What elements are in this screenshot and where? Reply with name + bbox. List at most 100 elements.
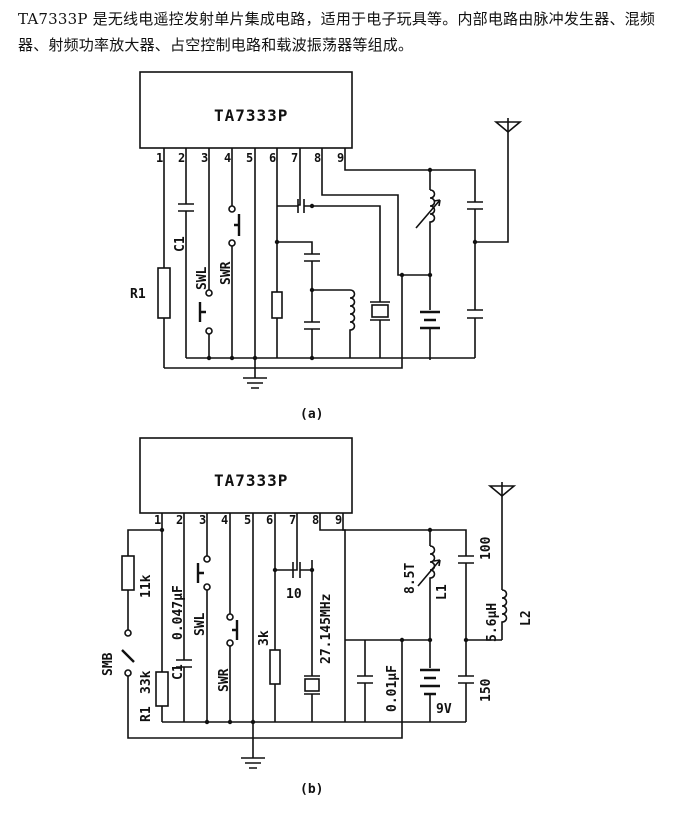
dot-a-8 [427, 167, 433, 173]
switch-b-smb [121, 649, 135, 663]
chip-a-body [139, 71, 353, 149]
antenna-a-feed [475, 122, 509, 243]
label-a-swl: SWL [195, 266, 210, 290]
caps-b-output [430, 529, 474, 722]
switch-a-swl-top [205, 289, 213, 297]
label-b-150: 150 [479, 678, 494, 702]
wire-b-pin9 [342, 513, 431, 546]
dot-a-6 [309, 287, 315, 293]
chip-a-pin-5: 5 [246, 151, 253, 165]
antenna-b-icon [487, 482, 517, 498]
label-b-turns: 8.5T [403, 563, 418, 594]
wire-b-pin1 [127, 513, 430, 739]
label-a-swr: SWR [219, 261, 234, 285]
wire-a-pin8 [321, 148, 430, 276]
label-b-swl: SWL [193, 612, 208, 636]
wire-b-pin8 [319, 513, 346, 722]
coil-a-l1-tuning [415, 199, 441, 229]
label-b-3k: 3k [257, 630, 272, 646]
ground-a-icon [243, 377, 267, 389]
switch-a-swl [198, 302, 206, 322]
switch-b-swl [196, 563, 204, 583]
dot-b-6 [427, 527, 433, 533]
ground-b-icon [241, 757, 265, 769]
switch-b-swr-bottom [226, 639, 234, 647]
crystal-a-leads [370, 301, 390, 358]
switch-b-smb-top [124, 629, 132, 637]
antenna-a-icon [493, 118, 523, 134]
switch-a-swr-top [228, 205, 236, 213]
chip-b-pin-5: 5 [244, 513, 251, 527]
chip-b-body [139, 437, 353, 514]
chip-b-pin-4: 4 [221, 513, 228, 527]
caption-a: (a) [300, 407, 323, 422]
chip-a-pin-2: 2 [178, 151, 185, 165]
switch-b-swr-top [226, 613, 234, 621]
label-b-swr: SWR [217, 668, 232, 692]
crystal-a [371, 304, 389, 318]
resistor-a-pin6 [271, 291, 283, 319]
label-a-r1: R1 [130, 287, 146, 302]
dot-a-3 [252, 355, 258, 361]
chip-b-pin-8: 8 [312, 513, 319, 527]
label-b-c1: C1 [171, 664, 186, 680]
chip-a-label: TA7333P [214, 106, 288, 125]
chip-a-pin-8: 8 [314, 151, 321, 165]
dot-b-8 [427, 637, 433, 643]
crystal-b [304, 678, 320, 692]
dot-b-1 [204, 719, 210, 725]
battery-b [420, 668, 440, 696]
coil-b-l1-tuning [417, 559, 441, 587]
label-b-r1: R1 [139, 706, 154, 722]
resistor-b-11k [121, 555, 135, 591]
chip-b-pin-7: 7 [289, 513, 296, 527]
chip-a-pin-3: 3 [201, 151, 208, 165]
resistor-b-3k [269, 649, 281, 685]
dot-b-9 [463, 637, 469, 643]
caps-a-output [430, 169, 483, 358]
chip-a-pin-9: 9 [337, 151, 344, 165]
resistor-b-r1 [155, 671, 169, 707]
dot-b-7 [399, 637, 405, 643]
dot-a-7 [309, 203, 315, 209]
chip-b-pin-2: 2 [176, 513, 183, 527]
label-b-0047: 0.047μF [171, 585, 186, 640]
label-b-xtal: 27.145MHz [319, 594, 334, 664]
dot-a-11 [399, 272, 405, 278]
switch-a-swr [234, 214, 241, 236]
label-b-10: 10 [286, 587, 302, 602]
label-b-33k: 33k [139, 670, 154, 694]
dot-b-4 [309, 567, 315, 573]
dot-a-1 [206, 355, 212, 361]
chip-b-pin-9: 9 [335, 513, 342, 527]
switch-b-swl-top [203, 555, 211, 563]
label-b-l2val: 5.6μH [485, 603, 500, 642]
dot-b-2 [227, 719, 233, 725]
chip-a-pin-7: 7 [291, 151, 298, 165]
capacitor-a-mid [277, 241, 320, 290]
label-b-l2: L2 [519, 610, 534, 626]
caption-b: (b) [300, 782, 323, 797]
dot-a-5 [274, 239, 280, 245]
intro-paragraph: TA7333P 是无线电遥控发射单片集成电路，适用于电子玩具等。内部电路由脉冲发… [18, 10, 656, 54]
dot-b-5 [272, 567, 278, 573]
chip-b-pin-1: 1 [154, 513, 161, 527]
switch-b-smb-bottom [124, 669, 132, 677]
wire-a-pin7 [297, 148, 381, 302]
capacitor-b-c1 [176, 513, 192, 722]
battery-a [420, 310, 440, 330]
coil-b-l2 [501, 486, 508, 640]
chip-b-label: TA7333P [214, 471, 288, 490]
wire-b-crystal [304, 560, 320, 722]
chip-b-pin-6: 6 [266, 513, 273, 527]
coil-a-l1 [429, 189, 436, 310]
label-b-11k: 11k [139, 574, 154, 598]
tank-a-cap [304, 289, 350, 358]
chip-a-pin-6: 6 [269, 151, 276, 165]
circuit-a: TA7333P 1 2 3 4 5 6 7 8 9 R1 C1 SWL SWR [130, 71, 523, 422]
resistor-a-r1 [157, 267, 171, 319]
label-a-c1: C1 [173, 236, 188, 252]
ground-bus-a-bottom [164, 275, 403, 369]
coil-a-tank [349, 289, 356, 358]
